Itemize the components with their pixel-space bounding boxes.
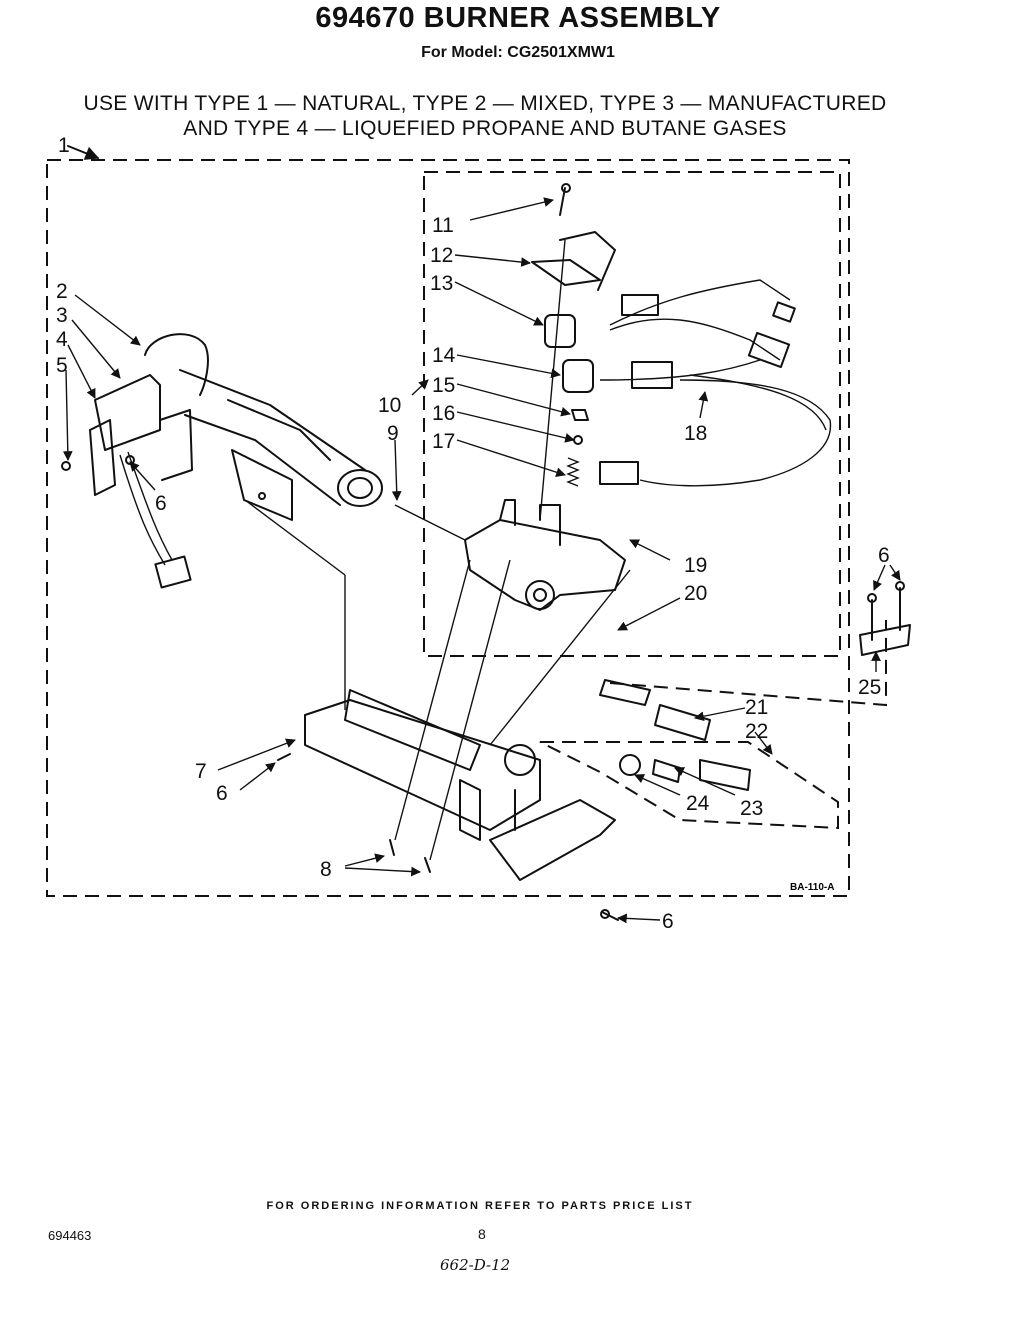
drawing-ref: BA-110-A: [790, 882, 834, 893]
callout-labels: 1 2 3 4 5 6 6 6 6 7 8 9 10 11 12 13 14 1…: [56, 134, 890, 933]
callout-9: 9: [387, 422, 399, 445]
callout-1: 1: [58, 134, 70, 157]
callout-leaders: [62, 197, 901, 924]
ordering-footer: FOR ORDERING INFORMATION REFER TO PARTS …: [266, 1200, 694, 1212]
callout-6: 6: [878, 544, 890, 567]
model-number: For Model: CG2501XMW1: [421, 44, 615, 61]
usage-line-1: USE WITH TYPE 1 — NATURAL, TYPE 2 — MIXE…: [83, 92, 887, 115]
alignment-lines: [244, 239, 631, 861]
callout-24: 24: [686, 792, 710, 815]
callout-6: 6: [155, 492, 167, 515]
callout-8: 8: [320, 858, 332, 881]
callout-21: 21: [745, 696, 768, 719]
callout-20: 20: [684, 582, 707, 605]
document-number: 694463: [48, 1228, 92, 1243]
handwritten-code: 662-D-12: [440, 1256, 511, 1274]
page-number: 8: [478, 1226, 486, 1242]
callout-16: 16: [432, 402, 455, 425]
burner-bracket-icon: [304, 689, 616, 881]
callout-13: 13: [430, 272, 453, 295]
callout-22: 22: [745, 720, 768, 743]
callout-12: 12: [430, 244, 453, 267]
callout-11: 11: [432, 214, 454, 237]
callout-2: 2: [56, 280, 68, 303]
callout-3: 3: [56, 304, 68, 327]
ignitor-bracket-icon: [61, 374, 193, 589]
assembly-boundary: [46, 159, 850, 897]
callout-6: 6: [216, 782, 228, 805]
clamp-icon: [859, 581, 911, 656]
gas-valve-icon: [464, 183, 626, 611]
page-title: 694670 BURNER ASSEMBLY: [315, 2, 721, 34]
valve-subassembly-boundary: [423, 171, 841, 657]
callout-15: 15: [432, 374, 455, 397]
part-22-boundary: [539, 741, 839, 830]
callout-23: 23: [740, 797, 763, 820]
burner-tube-icon: [144, 333, 383, 521]
usage-line-2: AND TYPE 4 — LIQUEFIED PROPANE AND BUTAN…: [183, 117, 787, 140]
orifice-parts-icon: [599, 679, 751, 791]
callout-18: 18: [684, 422, 707, 445]
callout-5: 5: [56, 354, 68, 377]
callout-19: 19: [684, 554, 707, 577]
callout-4: 4: [56, 328, 68, 351]
screws-icon: [277, 753, 619, 921]
callout-7: 7: [195, 760, 207, 783]
leader-1: [67, 145, 100, 160]
wiring-harness-icon: [599, 279, 832, 487]
callout-10: 10: [378, 394, 401, 417]
callout-17: 17: [432, 430, 455, 453]
callout-6: 6: [662, 910, 674, 933]
callout-14: 14: [432, 344, 456, 367]
part-25-boundary: [609, 620, 887, 707]
callout-25: 25: [858, 676, 881, 699]
